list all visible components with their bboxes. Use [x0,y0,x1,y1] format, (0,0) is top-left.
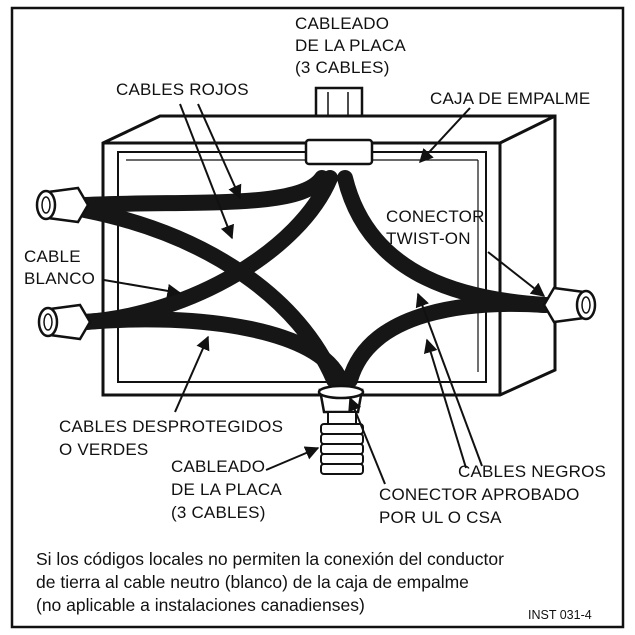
label-ground-wires: CABLES DESPROTEGIDOS O VERDES [59,417,283,459]
wire-top-left-upper [77,170,330,213]
twist-on-connector-left-bottom [37,303,92,341]
svg-text:DE LA PLACA: DE LA PLACA [171,480,282,499]
svg-text:CABLEADO: CABLEADO [295,14,389,33]
twist-on-connector-left-top [35,186,90,224]
svg-text:POR UL O CSA: POR UL O CSA [379,508,502,527]
svg-text:CABLEADO: CABLEADO [171,457,265,476]
leader-lines [103,103,546,485]
svg-text:de tierra al cable neutro (bla: de tierra al cable neutro (blanco) de la… [36,572,469,592]
figure-border [10,6,625,629]
svg-text:TWIST-ON: TWIST-ON [386,229,471,248]
wires [77,170,553,388]
label-red-wires: CABLES ROJOS [116,80,249,99]
figure-code: INST 031-4 [528,608,592,622]
svg-text:CONECTOR: CONECTOR [386,207,485,226]
caption: Si los códigos locales no permiten la co… [36,549,504,615]
svg-text:DE LA PLACA: DE LA PLACA [295,36,406,55]
label-bottom-wiring: CABLEADO DE LA PLACA (3 CABLES) [171,457,282,522]
label-approved-connector: CONECTOR APROBADO POR UL O CSA [379,485,580,527]
label-white-wire: CABLE BLANCO [24,247,95,288]
label-top-wiring: CABLEADO DE LA PLACA (3 CABLES) [295,14,406,77]
svg-text:(3 CABLES): (3 CABLES) [295,58,390,77]
label-twist-on: CONECTOR TWIST-ON [386,207,485,248]
svg-text:(no aplicable a instalaciones: (no aplicable a instalaciones canadiense… [36,595,365,615]
twist-on-connector-right [542,286,597,324]
approved-connector-bottom [317,384,365,475]
wire-bottom-left-lower [77,311,348,388]
svg-text:(3 CABLES): (3 CABLES) [171,503,266,522]
svg-text:CABLES DESPROTEGIDOS: CABLES DESPROTEGIDOS [59,417,283,436]
wire-bottom-right [342,295,553,388]
svg-text:O VERDES: O VERDES [59,440,148,459]
svg-text:CABLE: CABLE [24,247,81,266]
label-black-wires: CABLES NEGROS [458,462,606,481]
svg-text:CONECTOR APROBADO: CONECTOR APROBADO [379,485,580,504]
label-junction-box: CAJA DE EMPALME [430,89,590,108]
svg-text:BLANCO: BLANCO [24,269,95,288]
svg-text:Si los códigos locales no perm: Si los códigos locales no permiten la co… [36,549,504,569]
